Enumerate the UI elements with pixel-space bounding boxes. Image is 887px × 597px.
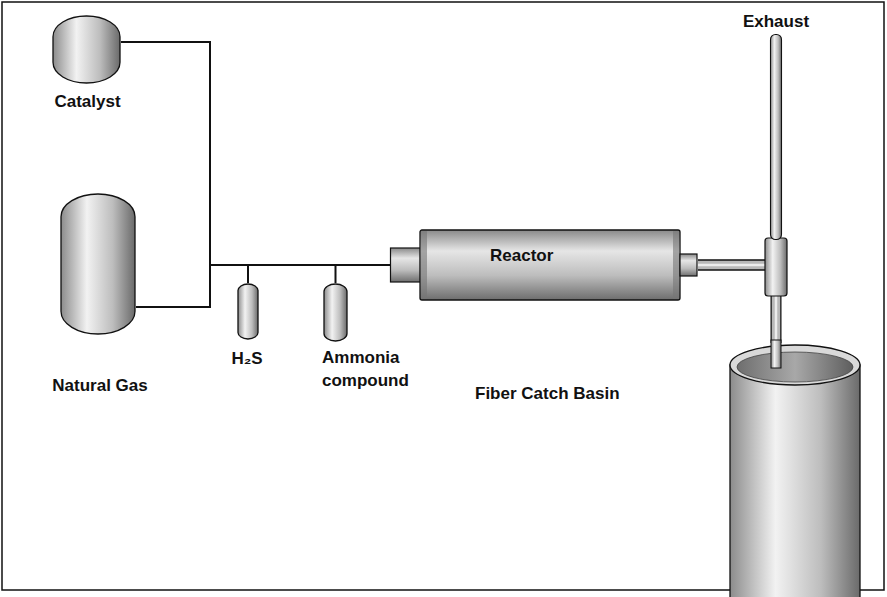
feed-line-path (248, 265, 390, 283)
pipe-wall (698, 265, 776, 343)
tank-outline (61, 194, 135, 334)
node-label: Reactor (490, 244, 620, 267)
node-label: Ammonia compound (322, 346, 412, 392)
basin-liquid (737, 352, 853, 382)
end-band (421, 231, 427, 299)
node-label: Natural Gas (40, 374, 160, 397)
node-label: Catalyst (45, 90, 130, 113)
feed-line (121, 42, 390, 265)
pipe-outline (771, 35, 782, 240)
catch-basin: Fiber Catch Basin (470, 340, 865, 597)
gas-cylinder: Ammonia compound (318, 280, 414, 395)
basin-rim (730, 345, 860, 385)
pipe-shine (698, 265, 776, 343)
feed-line-path (336, 265, 391, 283)
shape-outline (323, 283, 348, 342)
outlet-flange (680, 254, 697, 276)
tee-junction (765, 238, 787, 296)
tank-outline (324, 284, 347, 341)
feed-line-path (136, 265, 390, 307)
tank-outline (53, 16, 120, 83)
feed-line (136, 265, 390, 307)
feed-line (248, 265, 390, 283)
shape-outline (770, 34, 782, 240)
outlet-pipe (698, 265, 776, 343)
reactor-body (420, 230, 680, 300)
shape-outline (52, 15, 121, 84)
node-label: Exhaust (736, 10, 816, 33)
exhaust-pipe: Exhaust (736, 8, 818, 242)
pipe-fill (698, 265, 776, 343)
feed-line-path (121, 42, 390, 265)
end-band (673, 231, 679, 299)
node-label: Fiber Catch Basin (475, 382, 675, 405)
inlet-flange (391, 248, 421, 282)
tank-outline (238, 284, 258, 339)
drop-pipe (771, 340, 781, 368)
gas-cylinder: H₂S (222, 280, 274, 372)
shape-outline (728, 343, 862, 597)
basin-body (730, 365, 860, 597)
shape-outline (237, 283, 259, 340)
shape-outline (60, 193, 136, 335)
node-label: H₂S (222, 347, 272, 370)
catalyst-tank: Catalyst (45, 12, 132, 115)
reactor-vessel: Reactor (390, 228, 698, 302)
gas-tank: Natural Gas (40, 190, 162, 400)
feed-line (336, 265, 391, 283)
